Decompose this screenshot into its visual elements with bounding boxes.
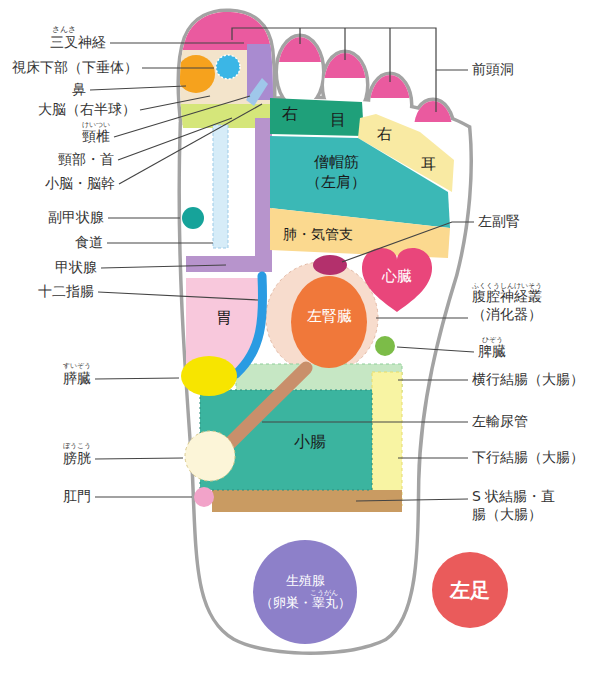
organ-label: 十二指腸 bbox=[38, 283, 94, 301]
leader-line bbox=[95, 458, 183, 459]
left-foot-badge-fill bbox=[432, 552, 508, 628]
furigana: こうがん bbox=[310, 589, 338, 597]
adrenal-zone bbox=[313, 255, 347, 275]
leader-line bbox=[356, 499, 468, 501]
thyroid-zone bbox=[255, 118, 272, 272]
organ-label: 小脳・脳幹 bbox=[45, 175, 115, 193]
spleen-zone bbox=[375, 336, 395, 356]
organ-label: 左副腎 bbox=[478, 213, 520, 231]
leader-line bbox=[107, 242, 213, 243]
hypothalamus-zone bbox=[216, 55, 240, 79]
kidney-zone: 左腎臓 bbox=[286, 274, 372, 370]
leader-line bbox=[95, 496, 192, 497]
leader-line bbox=[398, 379, 468, 380]
thyroid-zone bbox=[186, 256, 272, 272]
organ-label: 頸椎 bbox=[82, 128, 110, 146]
organ-label: 前頭洞 bbox=[472, 61, 514, 79]
zone-label: 右 bbox=[377, 125, 392, 143]
organ-label: 頸部・首 bbox=[58, 151, 114, 169]
organ-label: 視床下部（下垂体） bbox=[12, 59, 138, 77]
zone-label: 肺・気管支 bbox=[283, 226, 353, 243]
pancreas-zone bbox=[181, 356, 237, 396]
zone-label: 左足 bbox=[450, 578, 490, 602]
organ-label: 左輸尿管 bbox=[472, 413, 528, 431]
zone-label: 小腸 bbox=[294, 432, 326, 451]
gonad-zone-fill bbox=[253, 540, 357, 644]
organ-label: 甲状腺 bbox=[55, 259, 97, 277]
cerebellum-zone bbox=[246, 78, 268, 106]
organ-label: 脾臓 bbox=[478, 343, 506, 361]
organ-label: 横行結腸（大腸） bbox=[472, 371, 584, 389]
leader-line bbox=[101, 265, 226, 268]
leader-line bbox=[142, 67, 214, 68]
leader-line bbox=[118, 118, 232, 160]
leader-line bbox=[90, 86, 186, 90]
sinus-zone bbox=[405, 98, 465, 122]
zone-label: 耳 bbox=[421, 155, 436, 173]
leader-line bbox=[108, 217, 180, 218]
gonad-zone: 生殖腺 （卵巣・睾丸） bbox=[253, 540, 357, 644]
eye-zone: 右目 bbox=[268, 92, 364, 138]
zone-label: 左腎臓 bbox=[307, 307, 352, 325]
furigana: ひぞう bbox=[482, 336, 503, 345]
zone-label: 僧帽筋 （左肩） bbox=[299, 152, 374, 192]
leader-line bbox=[397, 347, 474, 352]
nose-zone bbox=[177, 55, 215, 93]
organ-label: 肛門 bbox=[63, 488, 91, 506]
organ-label: 膵臓 bbox=[63, 370, 91, 388]
organ-label: 下行結腸（大腸） bbox=[472, 449, 584, 467]
organ-label: 大脳（右半球） bbox=[38, 101, 136, 119]
leader-line bbox=[376, 317, 468, 318]
zone-label: 右 bbox=[282, 104, 298, 123]
leader-line bbox=[398, 457, 468, 458]
parathyroid-zone bbox=[182, 207, 204, 229]
sinus-bracket bbox=[232, 28, 468, 112]
anus-zone bbox=[194, 487, 214, 507]
heart-zone-fill bbox=[362, 248, 432, 312]
leader-line bbox=[98, 292, 258, 300]
gonad-zone-shape bbox=[253, 540, 357, 644]
organ-label: 食道 bbox=[75, 234, 103, 252]
organ-label: 鼻 bbox=[72, 81, 86, 99]
bladder-zone bbox=[185, 431, 235, 481]
celiac-plexus-zone bbox=[266, 262, 378, 374]
organ-label: 膀胱 bbox=[63, 450, 91, 468]
duodenum-zone bbox=[236, 276, 263, 374]
zone-label: 胃 bbox=[216, 308, 232, 327]
leader-line bbox=[110, 42, 244, 43]
ureter-zone bbox=[226, 368, 306, 447]
zone-label: 目 bbox=[330, 110, 346, 129]
leader-line bbox=[119, 104, 262, 184]
descending-colon-zone bbox=[372, 372, 402, 506]
trigeminal-zone bbox=[178, 8, 278, 50]
zone-label: 心臓 bbox=[382, 267, 412, 285]
organ-label: 三叉神経 bbox=[50, 34, 106, 52]
left-foot-badge: 左足 bbox=[432, 552, 508, 628]
leader-line bbox=[342, 222, 474, 262]
kidney-zone-fill bbox=[291, 276, 367, 368]
leader-line bbox=[95, 378, 179, 379]
leader-line bbox=[140, 96, 210, 110]
leader-lines bbox=[90, 43, 474, 501]
leader-line bbox=[262, 421, 468, 422]
heart-zone: 心臓 bbox=[358, 242, 436, 314]
organ-label: 腹腔神経叢 （消化器） bbox=[472, 288, 556, 323]
eye-zone-fill bbox=[270, 98, 364, 136]
organ-label: S 状結腸・直腸（大腸） bbox=[472, 488, 562, 523]
furigana: さんさ bbox=[52, 25, 76, 35]
esophagus-zone bbox=[213, 125, 228, 248]
furigana: けいつい bbox=[82, 121, 110, 130]
furigana: すいぞう bbox=[63, 362, 91, 371]
organ-label: 副甲状腺 bbox=[48, 209, 104, 227]
furigana: ぼうこう bbox=[63, 442, 91, 451]
